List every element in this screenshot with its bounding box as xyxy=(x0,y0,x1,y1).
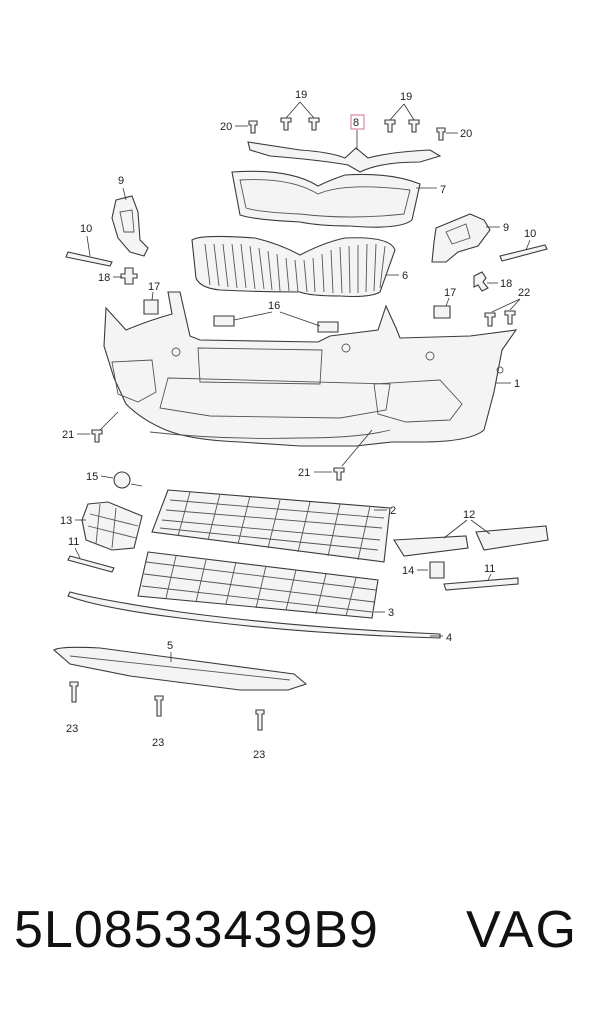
callout-4: 4 xyxy=(446,632,452,644)
part-17-bracket-right xyxy=(433,305,451,319)
callout-17-left: 17 xyxy=(148,281,160,293)
part-3-lower-mesh xyxy=(137,551,379,619)
parts-diagram: 8 19 19 20 20 7 xyxy=(53,89,549,761)
screws-19-20-top: 19 19 20 20 xyxy=(220,89,472,141)
part-8-upper-trim xyxy=(247,141,442,173)
part-4-lower-lip xyxy=(67,591,441,639)
callout-8-highlight xyxy=(350,114,365,130)
callout-23-c: 23 xyxy=(253,749,265,761)
callout-10-left: 10 xyxy=(80,223,92,235)
part-21-screw-right xyxy=(333,467,345,481)
part-17-bracket-left xyxy=(143,299,159,315)
callout-21-right: 21 xyxy=(298,467,310,479)
part-number-text: 5L08533439B9 xyxy=(14,901,379,959)
part-18-clip-left xyxy=(120,267,138,285)
part-14-bracket xyxy=(429,561,445,579)
part-11-strip-left xyxy=(67,555,115,573)
footer: 5L08533439B9 VAG xyxy=(0,900,600,980)
callout-19-right: 19 xyxy=(400,91,412,103)
part-21-screw-left xyxy=(91,429,103,443)
part-7-grille-frame xyxy=(231,170,421,228)
part-9-bracket-right xyxy=(431,213,491,263)
part-13-side-mesh xyxy=(81,501,143,551)
callout-11-left: 11 xyxy=(68,536,79,548)
callout-18-left: 18 xyxy=(98,272,110,284)
part-12-inserts xyxy=(393,525,549,557)
callout-19-left: 19 xyxy=(295,89,307,101)
callout-9-left: 9 xyxy=(118,175,124,187)
callout-10-right: 10 xyxy=(524,228,536,240)
callout-3: 3 xyxy=(388,607,394,619)
callout-12: 12 xyxy=(463,509,475,521)
callout-6: 6 xyxy=(402,270,408,282)
callout-21-left: 21 xyxy=(62,429,74,441)
callout-1: 1 xyxy=(514,378,520,390)
part-18-clip-right xyxy=(473,271,489,292)
callout-23-a: 23 xyxy=(66,723,78,735)
callout-15: 15 xyxy=(86,471,98,483)
callout-14: 14 xyxy=(402,565,414,577)
part-5-skid-plate xyxy=(53,646,308,691)
callout-2: 2 xyxy=(390,505,396,517)
callout-23-b: 23 xyxy=(152,737,164,749)
part-10-strip-left xyxy=(65,251,113,267)
part-23-bolts xyxy=(69,681,265,731)
part-2-upper-mesh xyxy=(151,489,391,563)
part-6-grille xyxy=(191,235,396,298)
part-9-bracket-left xyxy=(111,195,149,257)
callout-20-right: 20 xyxy=(460,128,472,140)
callout-20-left: 20 xyxy=(220,121,232,133)
callout-8: 8 xyxy=(353,117,359,129)
part-16-sensor-brackets xyxy=(213,315,339,333)
callout-16: 16 xyxy=(268,300,280,312)
callout-13: 13 xyxy=(60,515,72,527)
part-1-bumper-cover xyxy=(103,291,518,447)
callout-17-right: 17 xyxy=(444,287,456,299)
part-15-cap xyxy=(113,471,131,489)
callout-11-right: 11 xyxy=(484,563,495,575)
callout-18-right: 18 xyxy=(500,278,512,290)
callout-7: 7 xyxy=(440,184,446,196)
part-22-screws xyxy=(484,310,516,327)
callout-22: 22 xyxy=(518,287,530,299)
callout-5: 5 xyxy=(167,640,173,652)
brand-text: VAG xyxy=(466,901,578,959)
callout-9-right: 9 xyxy=(503,222,509,234)
part-11-strip-right xyxy=(443,577,519,591)
part-10-strip-right xyxy=(499,244,548,262)
